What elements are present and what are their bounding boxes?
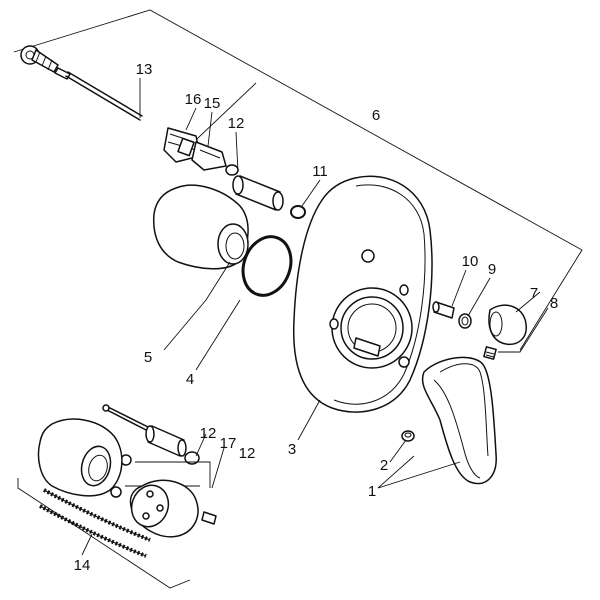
lower-cover-cap [37, 418, 123, 497]
part-4-o-ring-large [241, 235, 293, 297]
part-8-grub-screw [483, 346, 497, 360]
label-part-12-lower-b: 12 [239, 445, 256, 462]
label-part-11: 11 [312, 163, 328, 180]
label-part-14: 16 [185, 91, 202, 108]
lower-rod [102, 404, 151, 433]
lower-cartridge-body [129, 479, 217, 538]
part-15-rod [20, 45, 143, 121]
part-16-hoses [39, 488, 151, 558]
part-12-sleeve-top [225, 164, 284, 211]
label-part-7: 7 [530, 285, 538, 302]
part-3-escutcheon-plate [292, 175, 433, 413]
label-part-15: 13 [136, 61, 153, 78]
part-13-cartridge-stem [191, 141, 227, 171]
part-2-set-screw [401, 430, 415, 442]
part-11-o-ring-small [290, 205, 306, 219]
part-7-knob-cap [488, 304, 527, 346]
part-12-lower-sleeve [145, 425, 200, 465]
part-1-lever-handle [421, 356, 497, 485]
label-part-8: 8 [550, 295, 558, 312]
part-9-clip [458, 313, 472, 329]
label-part-10: 10 [462, 253, 479, 270]
label-part-12-top: 12 [228, 115, 245, 132]
label-part-13: 15 [204, 95, 221, 112]
leader-lines [139, 78, 549, 489]
part-labels: 13 16 15 12 6 11 10 9 7 8 5 4 3 2 1 12 1… [74, 61, 559, 574]
part-14-cartridge-body [163, 127, 201, 163]
label-part-17: 17 [220, 435, 237, 452]
part-5-cover-cap [152, 184, 249, 301]
label-part-16: 14 [74, 557, 91, 574]
label-part-1: 1 [368, 483, 376, 500]
label-part-2: 2 [380, 457, 388, 474]
label-part-9: 9 [488, 261, 496, 278]
label-part-12-lower-a: 12 [200, 425, 217, 442]
label-part-4: 4 [186, 371, 194, 388]
label-part-3: 3 [288, 441, 296, 458]
label-part-6: 6 [372, 107, 380, 124]
part-10-pin [432, 301, 455, 319]
bracket-16 [17, 478, 191, 589]
label-part-5: 5 [144, 349, 152, 366]
